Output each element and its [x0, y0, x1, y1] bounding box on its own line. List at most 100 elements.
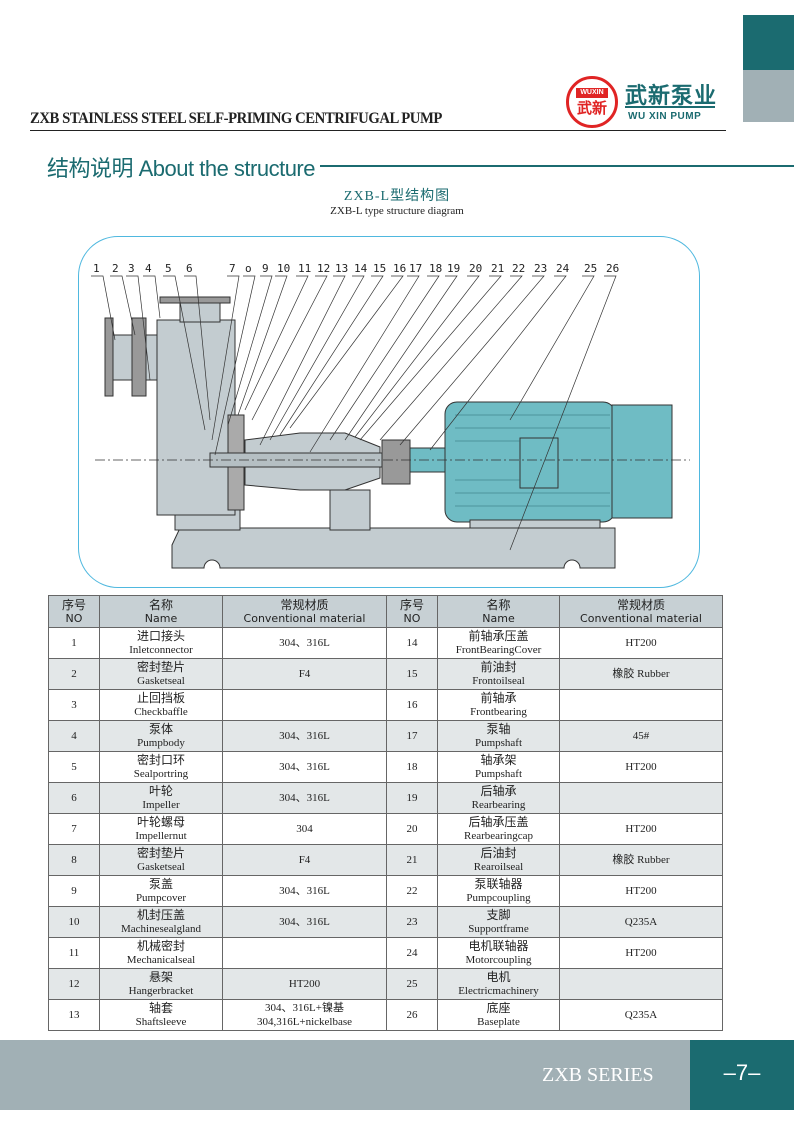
part-name-cn: 机械密封	[136, 939, 185, 953]
part-name-en: FrontBearingCover	[455, 644, 542, 656]
part-name-cn: 支脚	[486, 908, 511, 922]
logo-seal-top: WUXIN	[576, 88, 608, 98]
part-number: 26	[386, 999, 438, 1031]
callout-leader-line	[237, 275, 288, 416]
part-name-en: Motorcoupling	[465, 954, 532, 966]
callout-leader-line	[259, 275, 346, 446]
logo-seal-icon	[566, 76, 618, 128]
part-material: 304、316L	[222, 875, 387, 907]
callout-leader-line	[399, 275, 545, 446]
footer-series: ZXB SERIES	[542, 1064, 654, 1086]
header-label: Name	[144, 611, 178, 625]
part-number: 8	[48, 844, 100, 876]
callout-leader-line	[354, 275, 480, 438]
material-text: 304、316L	[279, 761, 330, 773]
material-text: HT200	[625, 823, 657, 835]
callout-leader-line	[509, 275, 595, 421]
callout-leader-line	[126, 275, 151, 381]
part-material	[559, 782, 723, 814]
material-text: Q235A	[624, 1009, 658, 1021]
callout-leader-line	[143, 275, 161, 319]
part-number: 14	[386, 627, 438, 659]
callout-leader-line	[269, 275, 365, 441]
part-material	[559, 968, 723, 1000]
part-name-en: Sealportring	[133, 768, 189, 780]
diagram-frame	[78, 236, 700, 588]
part-name-cn: 底座	[486, 1001, 511, 1015]
part-number: 10	[48, 906, 100, 938]
header-label: 常规材质	[280, 597, 329, 612]
footer-page-block	[690, 1040, 794, 1110]
part-name-cn: 泵联轴器	[474, 877, 523, 891]
header-divider	[30, 130, 478, 131]
callout-label: 24	[556, 262, 570, 275]
part-name-cn: 叶轮	[148, 784, 173, 798]
callout-label: 9	[262, 262, 269, 275]
part-material: HT200	[222, 968, 387, 1000]
material-text: 304、316L	[279, 730, 330, 742]
part-number: 9	[48, 875, 100, 907]
material-text: HT200	[625, 885, 657, 897]
callout-leader-line	[184, 275, 211, 421]
part-name-cn: 密封垫片	[136, 660, 185, 674]
material-text: F4	[298, 668, 311, 680]
callout-label: 19	[447, 262, 460, 275]
part-name-cn: 进口接头	[136, 629, 185, 643]
section-title: 结构说明 About the structure	[47, 156, 316, 181]
material-text: 304、316L	[279, 885, 330, 897]
part-number: 12	[48, 968, 100, 1000]
part-material	[222, 937, 387, 969]
part-name-en: Pumpshaft	[474, 737, 523, 749]
callout-label: 20	[469, 262, 482, 275]
part-number: 7	[48, 813, 100, 845]
part-number: 4	[48, 720, 100, 752]
callout-label: 1	[93, 262, 100, 275]
page-number: –7–	[723, 1060, 761, 1085]
part-number: 23	[386, 906, 438, 938]
material-text: 304、316L+镍基	[265, 1002, 344, 1014]
part-number: 22	[386, 875, 438, 907]
part-material: 橡胶 Rubber	[559, 844, 723, 876]
part-number: 18	[386, 751, 438, 783]
brand-divider	[625, 106, 715, 108]
callout-leader-line	[163, 275, 206, 431]
corner-block-teal	[743, 15, 794, 70]
material-text: F4	[298, 854, 311, 866]
footer-band	[0, 1040, 690, 1110]
part-name-cn: 电机联轴器	[468, 939, 529, 953]
part-name-en: Pumpshaft	[474, 768, 523, 780]
diagram-title-en: ZXB-L type structure diagram	[330, 205, 464, 217]
part-name-cn: 悬架	[148, 970, 173, 984]
part-material: 304、316L	[222, 751, 387, 783]
header-label: 名称	[148, 597, 173, 612]
header-label: 序号	[399, 597, 424, 612]
part-number: 11	[48, 937, 100, 969]
part-name-en: Inletconnector	[129, 644, 193, 656]
part-name-cn: 叶轮螺母	[136, 815, 185, 829]
part-name-en: Gasketseal	[137, 675, 185, 687]
motor-terminal-box	[519, 437, 559, 489]
document-title: ZXB STAINLESS STEEL SELF-PRIMING CENTRIF…	[30, 110, 442, 127]
material-text: HT200	[288, 978, 321, 990]
corner-block-gray	[743, 70, 794, 122]
part-material	[222, 689, 387, 721]
callout-leader-line	[244, 275, 309, 411]
